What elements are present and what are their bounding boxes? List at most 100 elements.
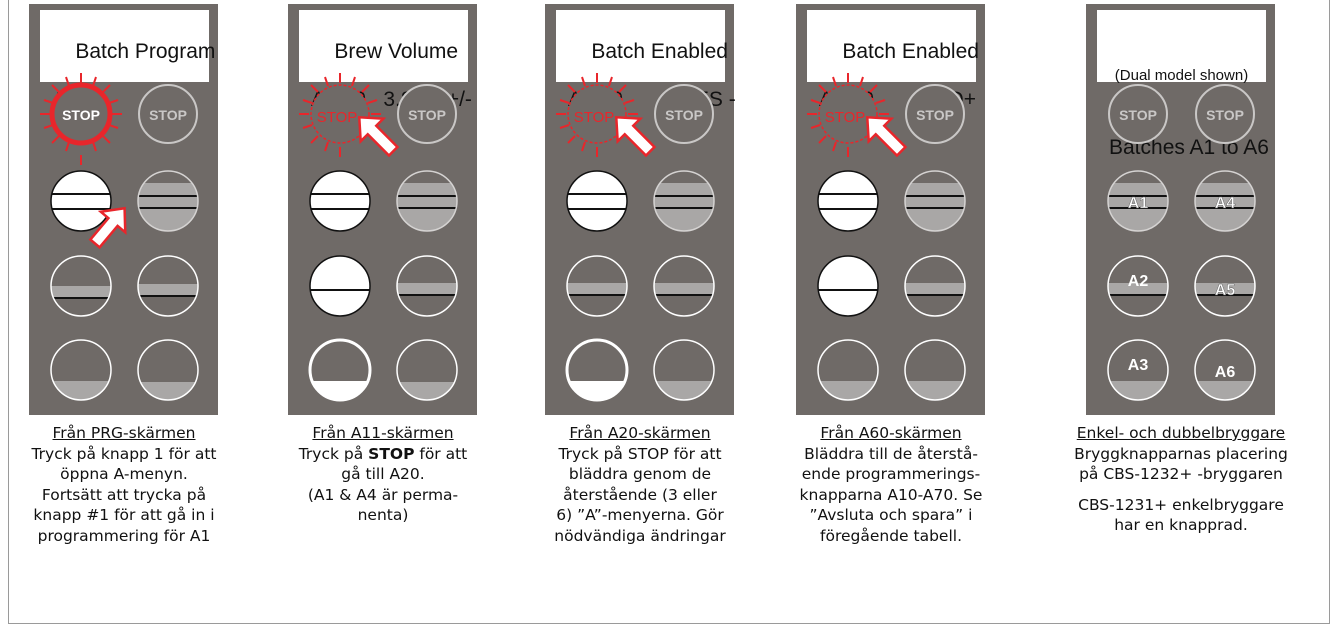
batch-button-a2[interactable] — [50, 255, 112, 317]
lcd-display: (Dual model shown) Batches A1 to A6 — [1097, 10, 1269, 159]
caption-line: på CBS-1232+ -bryggaren — [1079, 465, 1283, 483]
stop-button-right[interactable] — [397, 84, 457, 144]
batch-button-a1[interactable] — [565, 170, 629, 232]
batch-button-a2[interactable]: A2 — [1107, 255, 1169, 317]
pointer-arrow — [357, 115, 400, 158]
batch-button-a5[interactable] — [904, 255, 966, 317]
pointer-arrow — [865, 115, 908, 158]
stop-button-right[interactable] — [654, 84, 714, 144]
caption-line: (A1 & A4 är perma- — [307, 485, 459, 504]
batch-button-a3[interactable] — [50, 339, 112, 401]
batch-button-a2[interactable] — [566, 255, 628, 317]
caption-heading: Från A11-skärmen — [312, 424, 454, 442]
stop-label-right: STOP — [916, 107, 954, 123]
batch-button-a6[interactable]: A6 — [1194, 339, 1256, 401]
stop-label-right: STOP — [408, 107, 446, 123]
batch-button-a4[interactable]: A4 — [1194, 170, 1256, 232]
page-frame — [8, 0, 1330, 624]
caption-line: knapp #1 för att gå in i — [33, 506, 215, 524]
lcd-display: Brew Volume A1.10 3.80L +/- — [299, 10, 472, 111]
caption-line: Fortsätt att trycka på — [41, 485, 207, 504]
button-array: STOP STOP — [807, 73, 966, 401]
button-array: STOP STOP A1 A4 A2 — [1107, 84, 1256, 401]
batch-button-a4[interactable] — [396, 170, 458, 232]
brewer-panel-5: (Dual model shown) Batches A1 to A6 STOP… — [1086, 4, 1275, 415]
caption-line: Tryck på knapp 1 för att — [31, 444, 217, 463]
caption-line: ”Avsluta och spara” i — [809, 506, 973, 524]
stop-button-right[interactable] — [1195, 84, 1255, 144]
brewer-panel-1: Batch Program A1 STOP STOP — [29, 4, 218, 415]
caption-line: bläddra genom de — [568, 465, 712, 483]
pointer-arrow — [88, 206, 127, 250]
caption-2: Från A11-skärmen Tryck på STOP för att g… — [268, 423, 498, 526]
batch-button-a5[interactable]: A5 — [1194, 255, 1256, 317]
lcd-line-1: Brew Volume — [334, 40, 459, 63]
caption-line: återstående (3 eller — [563, 485, 717, 504]
caption-line: knapparna A10-A70. Se — [799, 485, 983, 504]
lcd-line-1: Batch Program — [75, 40, 216, 63]
batch-button-a4[interactable] — [137, 170, 199, 232]
pointer-arrow — [614, 115, 657, 158]
batch-button-a4[interactable] — [904, 170, 966, 232]
stop-button-left[interactable] — [1108, 84, 1168, 144]
stop-button-left[interactable] — [567, 84, 627, 144]
flashing-stop-burst — [807, 73, 889, 157]
batch-label-a2: A2 — [1128, 273, 1149, 290]
batch-button-a6[interactable] — [396, 339, 458, 402]
batch-button-a3[interactable] — [817, 339, 879, 401]
batch-button-a2[interactable] — [816, 255, 880, 317]
brewer-panel-4: Batch Enabled A6.00 NO+ STOP STOP — [796, 4, 985, 415]
flashing-stop-burst — [299, 73, 381, 157]
lcd-line-1: (Dual model shown) — [1114, 67, 1249, 84]
batch-button-a6[interactable] — [904, 339, 966, 401]
batch-button-a1[interactable] — [49, 170, 113, 232]
stop-label-left: STOP — [825, 109, 866, 126]
flashing-stop-burst — [40, 73, 122, 165]
caption-line: nenta) — [357, 506, 409, 524]
batch-button-a6[interactable] — [137, 339, 199, 402]
batch-button-a2[interactable] — [308, 255, 372, 317]
caption-line: gå till A20. — [341, 465, 425, 483]
stop-button-left[interactable] — [818, 84, 878, 144]
caption-line: Tryck på STOP för att — [558, 444, 722, 463]
batch-label-a5: A5 — [1215, 282, 1236, 299]
stop-button-left[interactable] — [49, 82, 113, 146]
caption-heading: Från PRG-skärmen — [52, 424, 196, 442]
button-array: STOP STOP — [556, 73, 715, 402]
stop-label-left: STOP — [574, 109, 615, 126]
stop-button-right[interactable] — [138, 84, 198, 144]
stop-label-right: STOP — [665, 107, 703, 123]
caption-line: föregående tabell. — [820, 526, 962, 545]
lcd-line-1: Batch Enabled — [591, 40, 728, 63]
batch-button-a6[interactable] — [653, 339, 715, 401]
caption-line: ende programmerings- — [801, 465, 981, 483]
stop-button-left[interactable] — [310, 84, 370, 144]
caption-heading: Enkel- och dubbelbryggare — [1076, 424, 1286, 442]
batch-button-a5[interactable] — [653, 255, 715, 317]
lcd-line-2: Batches A1 to A6 — [1109, 136, 1269, 159]
batch-button-a4[interactable] — [653, 170, 715, 232]
batch-button-a5[interactable] — [137, 255, 199, 317]
stop-label-left: STOP — [62, 107, 100, 123]
batch-button-a3[interactable]: A3 — [1107, 339, 1169, 401]
lcd-line-1: Batch Enabled — [842, 40, 979, 63]
batch-button-a1[interactable] — [816, 170, 880, 232]
batch-button-a5[interactable] — [396, 255, 458, 317]
batch-button-a3[interactable] — [565, 338, 629, 402]
button-array: STOP STOP — [40, 73, 199, 402]
stop-button-right[interactable] — [905, 84, 965, 144]
batch-button-a1[interactable]: A1 — [1107, 170, 1169, 232]
batch-button-a3[interactable] — [308, 338, 372, 402]
batch-button-a1[interactable] — [308, 170, 372, 232]
batch-label-a3: A3 — [1128, 357, 1149, 374]
caption-line: 6) ”A”-menyerna. Gör — [556, 506, 724, 524]
button-array: STOP STOP — [299, 73, 458, 402]
caption-line: Bryggknapparnas placering — [1074, 444, 1288, 463]
caption-1: Från PRG-skärmen Tryck på knapp 1 för at… — [9, 423, 239, 546]
batch-label-a6: A6 — [1215, 364, 1236, 381]
caption-line: Bläddra till de återstå- — [804, 444, 978, 463]
caption-4: Från A60-skärmen Bläddra till de återstå… — [776, 423, 1006, 546]
caption-line: CBS-1231+ enkelbryggare — [1078, 495, 1284, 514]
brewer-panel-2: Brew Volume A1.10 3.80L +/- STOP STOP — [288, 4, 477, 415]
lcd-display: Batch Program A1 — [40, 10, 215, 111]
